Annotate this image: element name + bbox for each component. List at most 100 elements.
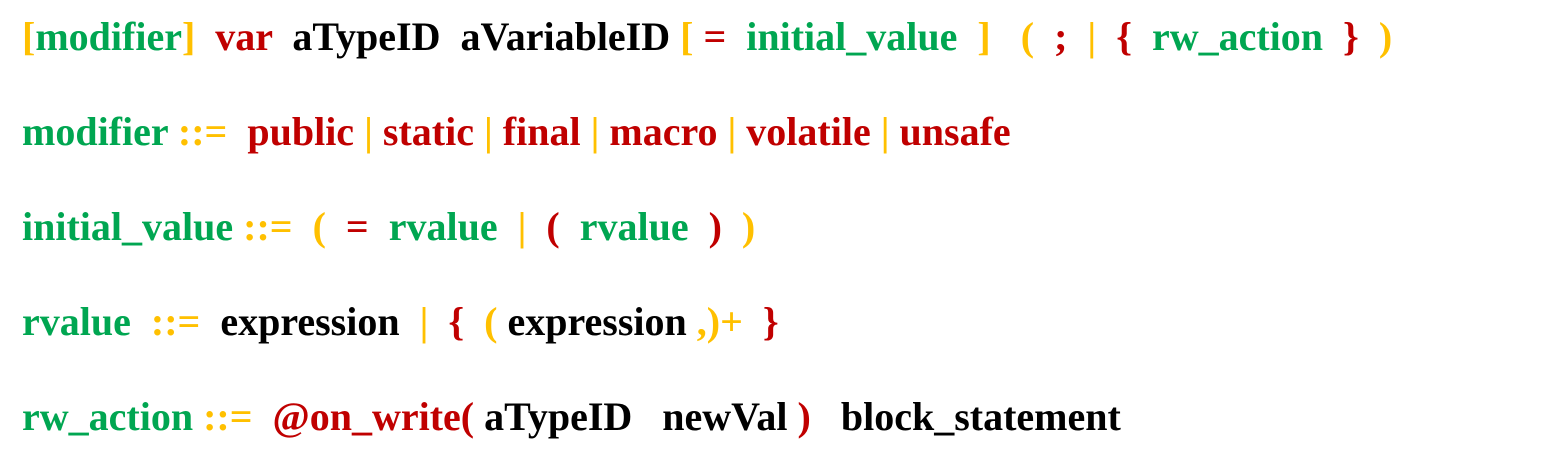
token-space: [871, 109, 881, 154]
token-space: [253, 394, 273, 439]
grammar-token: ]: [977, 14, 991, 59]
grammar-token: }: [1343, 14, 1359, 59]
token-space: [400, 299, 420, 344]
token-space: [493, 109, 503, 154]
token-space: [581, 109, 591, 154]
grammar-token: rvalue: [22, 299, 131, 344]
grammar-token: {: [448, 299, 465, 344]
token-space: [632, 394, 662, 439]
token-space: [788, 394, 798, 439]
token-space: [890, 109, 900, 154]
token-space: [227, 109, 247, 154]
grammar-token: ): [1378, 14, 1393, 59]
grammar-token: macro: [609, 109, 718, 154]
grammar-token: {: [1116, 14, 1132, 59]
grammar-token: |: [517, 204, 527, 249]
token-space: [1359, 14, 1379, 59]
grammar-rule-modifier: modifier ::= public | static | final | m…: [22, 108, 1011, 156]
token-space: [1323, 14, 1343, 59]
grammar-token: ::=: [177, 109, 228, 154]
token-space: [474, 394, 484, 439]
grammar-token: ,: [696, 299, 707, 344]
grammar-token: modifier: [22, 109, 168, 154]
token-space: [1067, 14, 1087, 59]
grammar-token: |: [419, 299, 429, 344]
grammar-token: static: [382, 109, 474, 154]
grammar-token: aTypeID: [484, 394, 633, 439]
grammar-token: |: [364, 109, 373, 154]
grammar-rule-variable-declaration: [modifier] var aTypeID aVariableID [ = i…: [22, 13, 1392, 61]
token-space: [689, 204, 709, 249]
grammar-rule-rw-action: rw_action ::= @on_write( aTypeID newVal …: [22, 393, 1121, 441]
grammar-token: |: [727, 109, 737, 154]
grammar-token: ): [797, 394, 811, 439]
token-space: [195, 14, 215, 59]
grammar-token: =: [703, 14, 727, 59]
grammar-token: newVal: [662, 394, 788, 439]
token-space: [369, 204, 389, 249]
token-space: [354, 109, 364, 154]
token-space: [498, 299, 508, 344]
grammar-token: rw_action: [1151, 14, 1324, 59]
token-space: [193, 394, 203, 439]
grammar-token: }: [762, 299, 779, 344]
token-space: [373, 109, 383, 154]
grammar-token: [: [680, 14, 694, 59]
token-space: [293, 204, 313, 249]
grammar-token: |: [1087, 14, 1097, 59]
token-space: [670, 14, 680, 59]
token-space: [168, 109, 178, 154]
token-space: [811, 394, 841, 439]
token-space: [131, 299, 151, 344]
token-space: [272, 14, 292, 59]
token-space: [233, 204, 243, 249]
grammar-token: public: [247, 109, 355, 154]
grammar-token: final: [502, 109, 581, 154]
grammar-token: aVariableID: [460, 14, 671, 59]
grammar-token: (: [312, 204, 326, 249]
grammar-token: (: [546, 204, 560, 249]
token-space: [991, 14, 1021, 59]
grammar-token: ;: [1054, 14, 1068, 59]
grammar-token: (: [1020, 14, 1035, 59]
token-space: [498, 204, 518, 249]
token-space: [1132, 14, 1152, 59]
token-space: [717, 109, 727, 154]
grammar-token: rw_action: [22, 394, 194, 439]
grammar-token: [: [22, 14, 36, 59]
grammar-token: ::=: [150, 299, 201, 344]
grammar-token: ::=: [203, 394, 253, 439]
token-space: [440, 14, 460, 59]
token-space: [474, 109, 484, 154]
grammar-token: |: [590, 109, 600, 154]
token-space: [957, 14, 977, 59]
grammar-token: aTypeID: [292, 14, 441, 59]
grammar-token: ]: [181, 14, 196, 59]
grammar-token: (: [484, 299, 498, 344]
grammar-rule-initial-value: initial_value ::= ( = rvalue | ( rvalue …: [22, 203, 755, 251]
grammar-token: var: [215, 14, 273, 59]
grammar-token: rvalue: [388, 204, 498, 249]
grammar-token: expression: [507, 299, 687, 344]
grammar-rule-rvalue: rvalue ::= expression | { ( expression ,…: [22, 298, 779, 346]
token-space: [599, 109, 609, 154]
token-space: [526, 204, 546, 249]
grammar-token: rvalue: [579, 204, 689, 249]
token-space: [464, 299, 484, 344]
token-space: [687, 299, 697, 344]
grammar-token: ::=: [243, 204, 293, 249]
grammar-token: ): [708, 204, 722, 249]
token-space: [722, 204, 742, 249]
grammar-token: |: [880, 109, 890, 154]
grammar-token: expression: [220, 299, 400, 344]
grammar-token: ): [741, 204, 756, 249]
token-space: [726, 14, 746, 59]
grammar-token: |: [483, 109, 493, 154]
grammar-token: initial_value: [22, 204, 234, 249]
token-space: [326, 204, 346, 249]
token-space: [200, 299, 220, 344]
token-space: [560, 204, 580, 249]
token-space: [736, 109, 746, 154]
token-space: [743, 299, 763, 344]
grammar-token: modifier: [35, 14, 182, 59]
